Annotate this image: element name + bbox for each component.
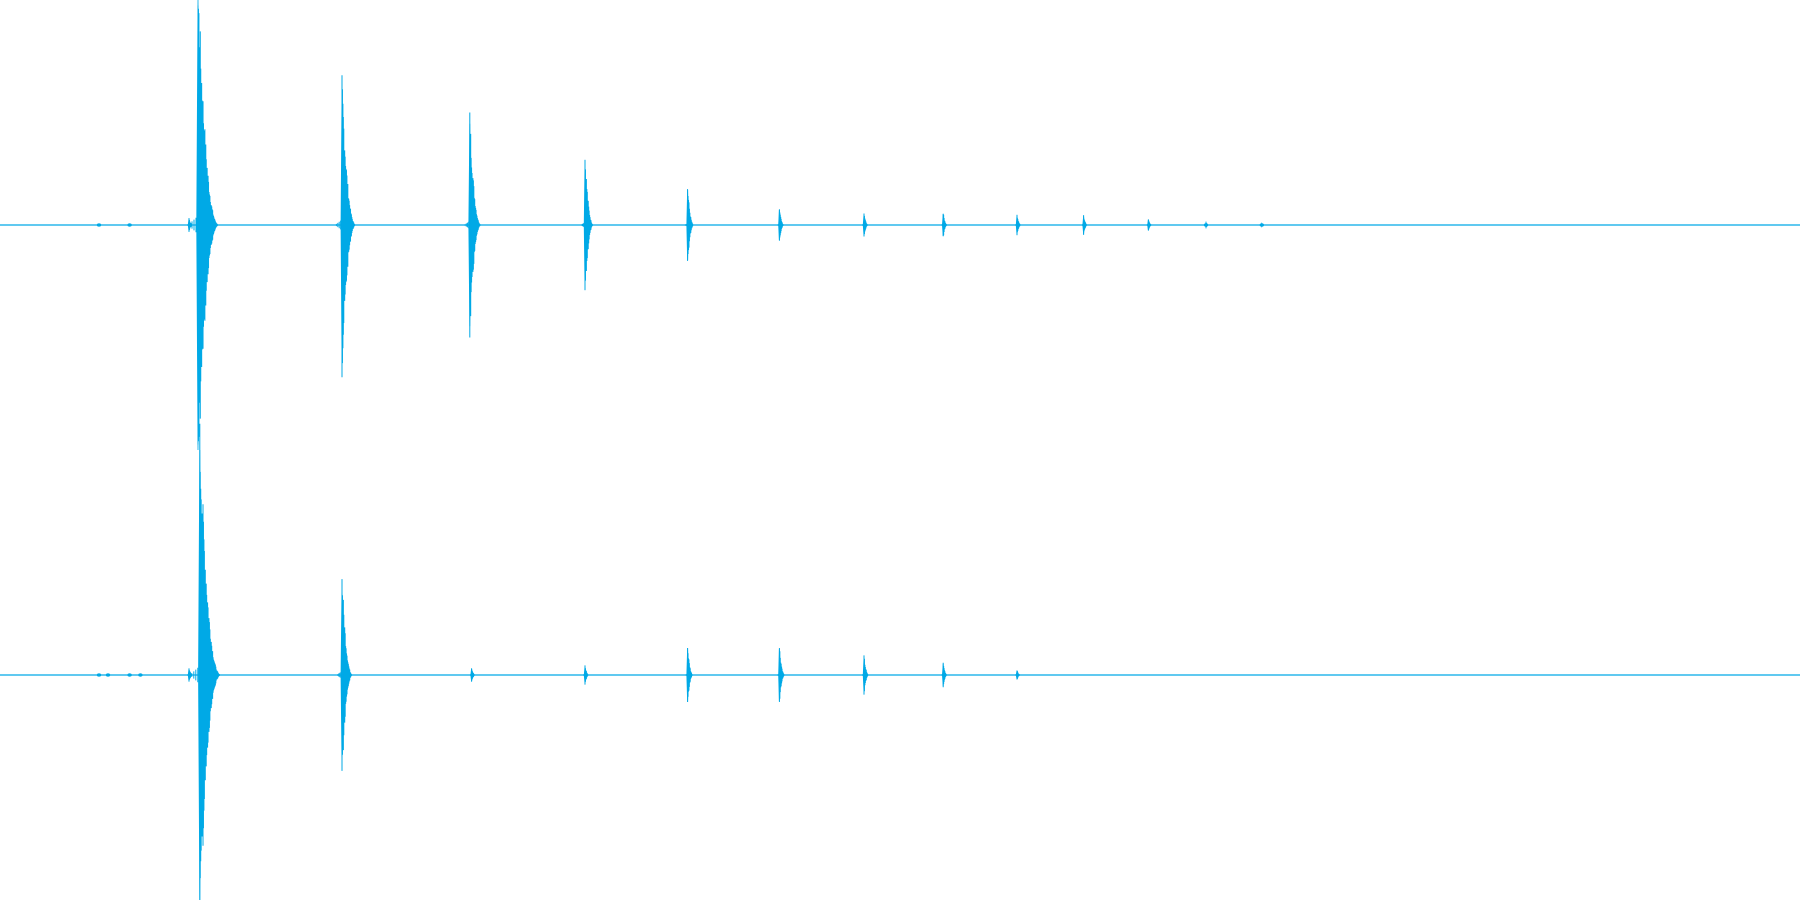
transient — [191, 423, 222, 900]
channel-2 — [0, 423, 1800, 900]
transient-envelope — [861, 655, 870, 695]
transient-peak — [941, 213, 945, 237]
transient — [1259, 222, 1266, 228]
transient — [335, 75, 357, 378]
transient — [940, 662, 949, 688]
transient-peak — [778, 209, 781, 241]
transient — [96, 223, 103, 227]
transient-envelope — [189, 5, 221, 445]
transient-peak — [198, 449, 202, 900]
transient-peak — [1147, 219, 1150, 231]
transient-envelope — [684, 648, 694, 702]
transient — [940, 213, 949, 237]
transient-dot — [138, 673, 143, 677]
transient-envelope — [580, 160, 595, 290]
transient — [468, 668, 477, 682]
transient-dot — [127, 223, 132, 227]
transient-envelope — [335, 75, 357, 378]
transient — [861, 655, 870, 695]
transient-peak — [686, 647, 689, 703]
transient — [464, 112, 482, 338]
channel-1 — [0, 0, 1800, 451]
transient-peak — [862, 656, 866, 694]
transient-peak — [1082, 215, 1085, 235]
transient-peak — [1015, 670, 1019, 680]
transient-dot — [96, 673, 102, 677]
transient — [337, 579, 354, 771]
transient — [861, 213, 869, 237]
transient — [189, 0, 221, 451]
transient — [776, 647, 786, 703]
transient-envelope — [337, 579, 354, 771]
transient — [776, 209, 785, 241]
transient — [127, 673, 134, 677]
transient-envelope — [776, 648, 786, 702]
transient — [127, 223, 134, 227]
transient-peak — [862, 213, 866, 237]
transient-envelope — [464, 112, 482, 338]
transient-envelope — [684, 189, 695, 261]
transient-dot — [127, 673, 132, 677]
transient — [1014, 670, 1022, 680]
transient-peak — [583, 159, 587, 291]
transient-peak — [778, 647, 781, 703]
transient — [105, 673, 112, 677]
transient-peak — [686, 188, 689, 262]
transient — [684, 188, 695, 262]
transient-dot — [1259, 223, 1265, 227]
transient — [137, 673, 145, 677]
transient-peak — [470, 668, 473, 682]
transient — [1014, 214, 1022, 236]
transient-peak — [583, 665, 587, 685]
transient-peak — [187, 668, 191, 682]
transient — [580, 159, 595, 291]
transient-peak — [468, 123, 472, 327]
transient-dot — [1203, 223, 1209, 227]
transient-dot — [96, 223, 102, 227]
transient — [1203, 220, 1211, 230]
transient — [1080, 215, 1089, 235]
transient-peak — [340, 92, 344, 361]
transient-peak — [1015, 214, 1019, 236]
transient — [582, 665, 590, 685]
transient-peak — [196, 0, 200, 451]
transient-dot — [105, 673, 111, 677]
transient — [96, 673, 103, 677]
transient — [1145, 219, 1153, 231]
transient-peak — [941, 663, 945, 687]
transient — [684, 647, 694, 703]
transient-peak — [340, 582, 344, 768]
transient-envelope — [191, 423, 222, 900]
